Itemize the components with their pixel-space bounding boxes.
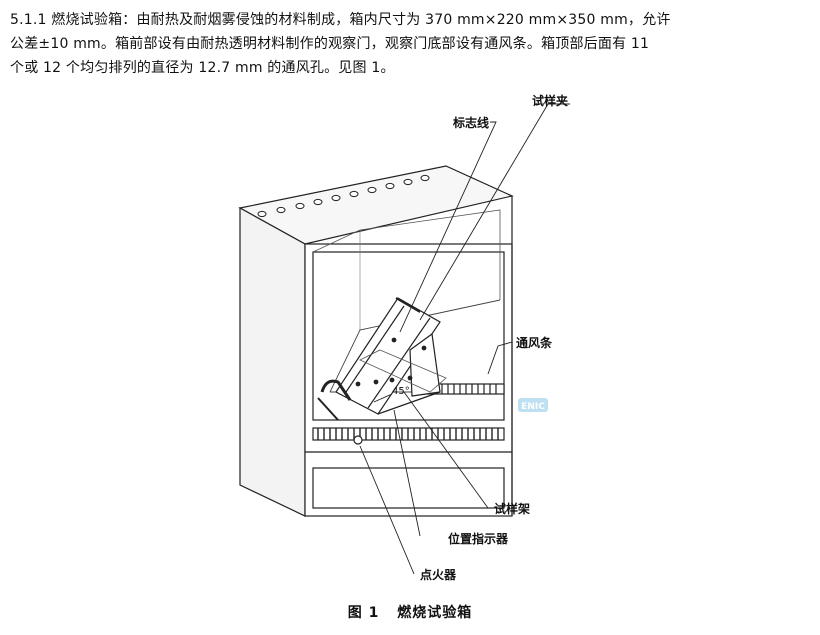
- paragraph-line-2: 公差±10 mm。箱前部设有由耐热透明材料制作的观察门，观察门底部设有通风条。箱…: [10, 36, 650, 52]
- caption-title: 燃烧试验箱: [397, 605, 473, 621]
- label-igniter: 点火器: [420, 568, 457, 582]
- label-specimen-rack: 试样架: [494, 502, 531, 516]
- vent-holes: [257, 174, 430, 218]
- section-paragraph: 5.1.1 燃烧试验箱：由耐热及耐烟雾侵蚀的材料制成，箱内尺寸为 370 mm×…: [10, 8, 810, 80]
- figure-caption: 图 1 燃烧试验箱: [0, 602, 820, 622]
- label-angle: 45°: [392, 386, 410, 397]
- watermark-text: ENIC: [521, 402, 545, 412]
- label-marker-line: 标志线: [453, 116, 490, 130]
- label-vent-strip: 通风条: [516, 336, 553, 350]
- paragraph-line-1: 5.1.1 燃烧试验箱：由耐热及耐烟雾侵蚀的材料制成，箱内尺寸为 370 mm×…: [10, 12, 671, 28]
- igniter-burner: [317, 379, 363, 445]
- paragraph-line-3: 个或 12 个均匀排列的直径为 12.7 mm 的通风孔。见图 1。: [10, 60, 395, 76]
- watermark-logo: ENIC: [518, 398, 548, 412]
- label-position-indicator: 位置指示器: [448, 532, 509, 546]
- label-specimen-clamp: 试样夹: [532, 94, 569, 108]
- leader-lines: [359, 103, 570, 575]
- caption-number: 图 1: [347, 605, 380, 621]
- specimen-rack: [335, 297, 447, 415]
